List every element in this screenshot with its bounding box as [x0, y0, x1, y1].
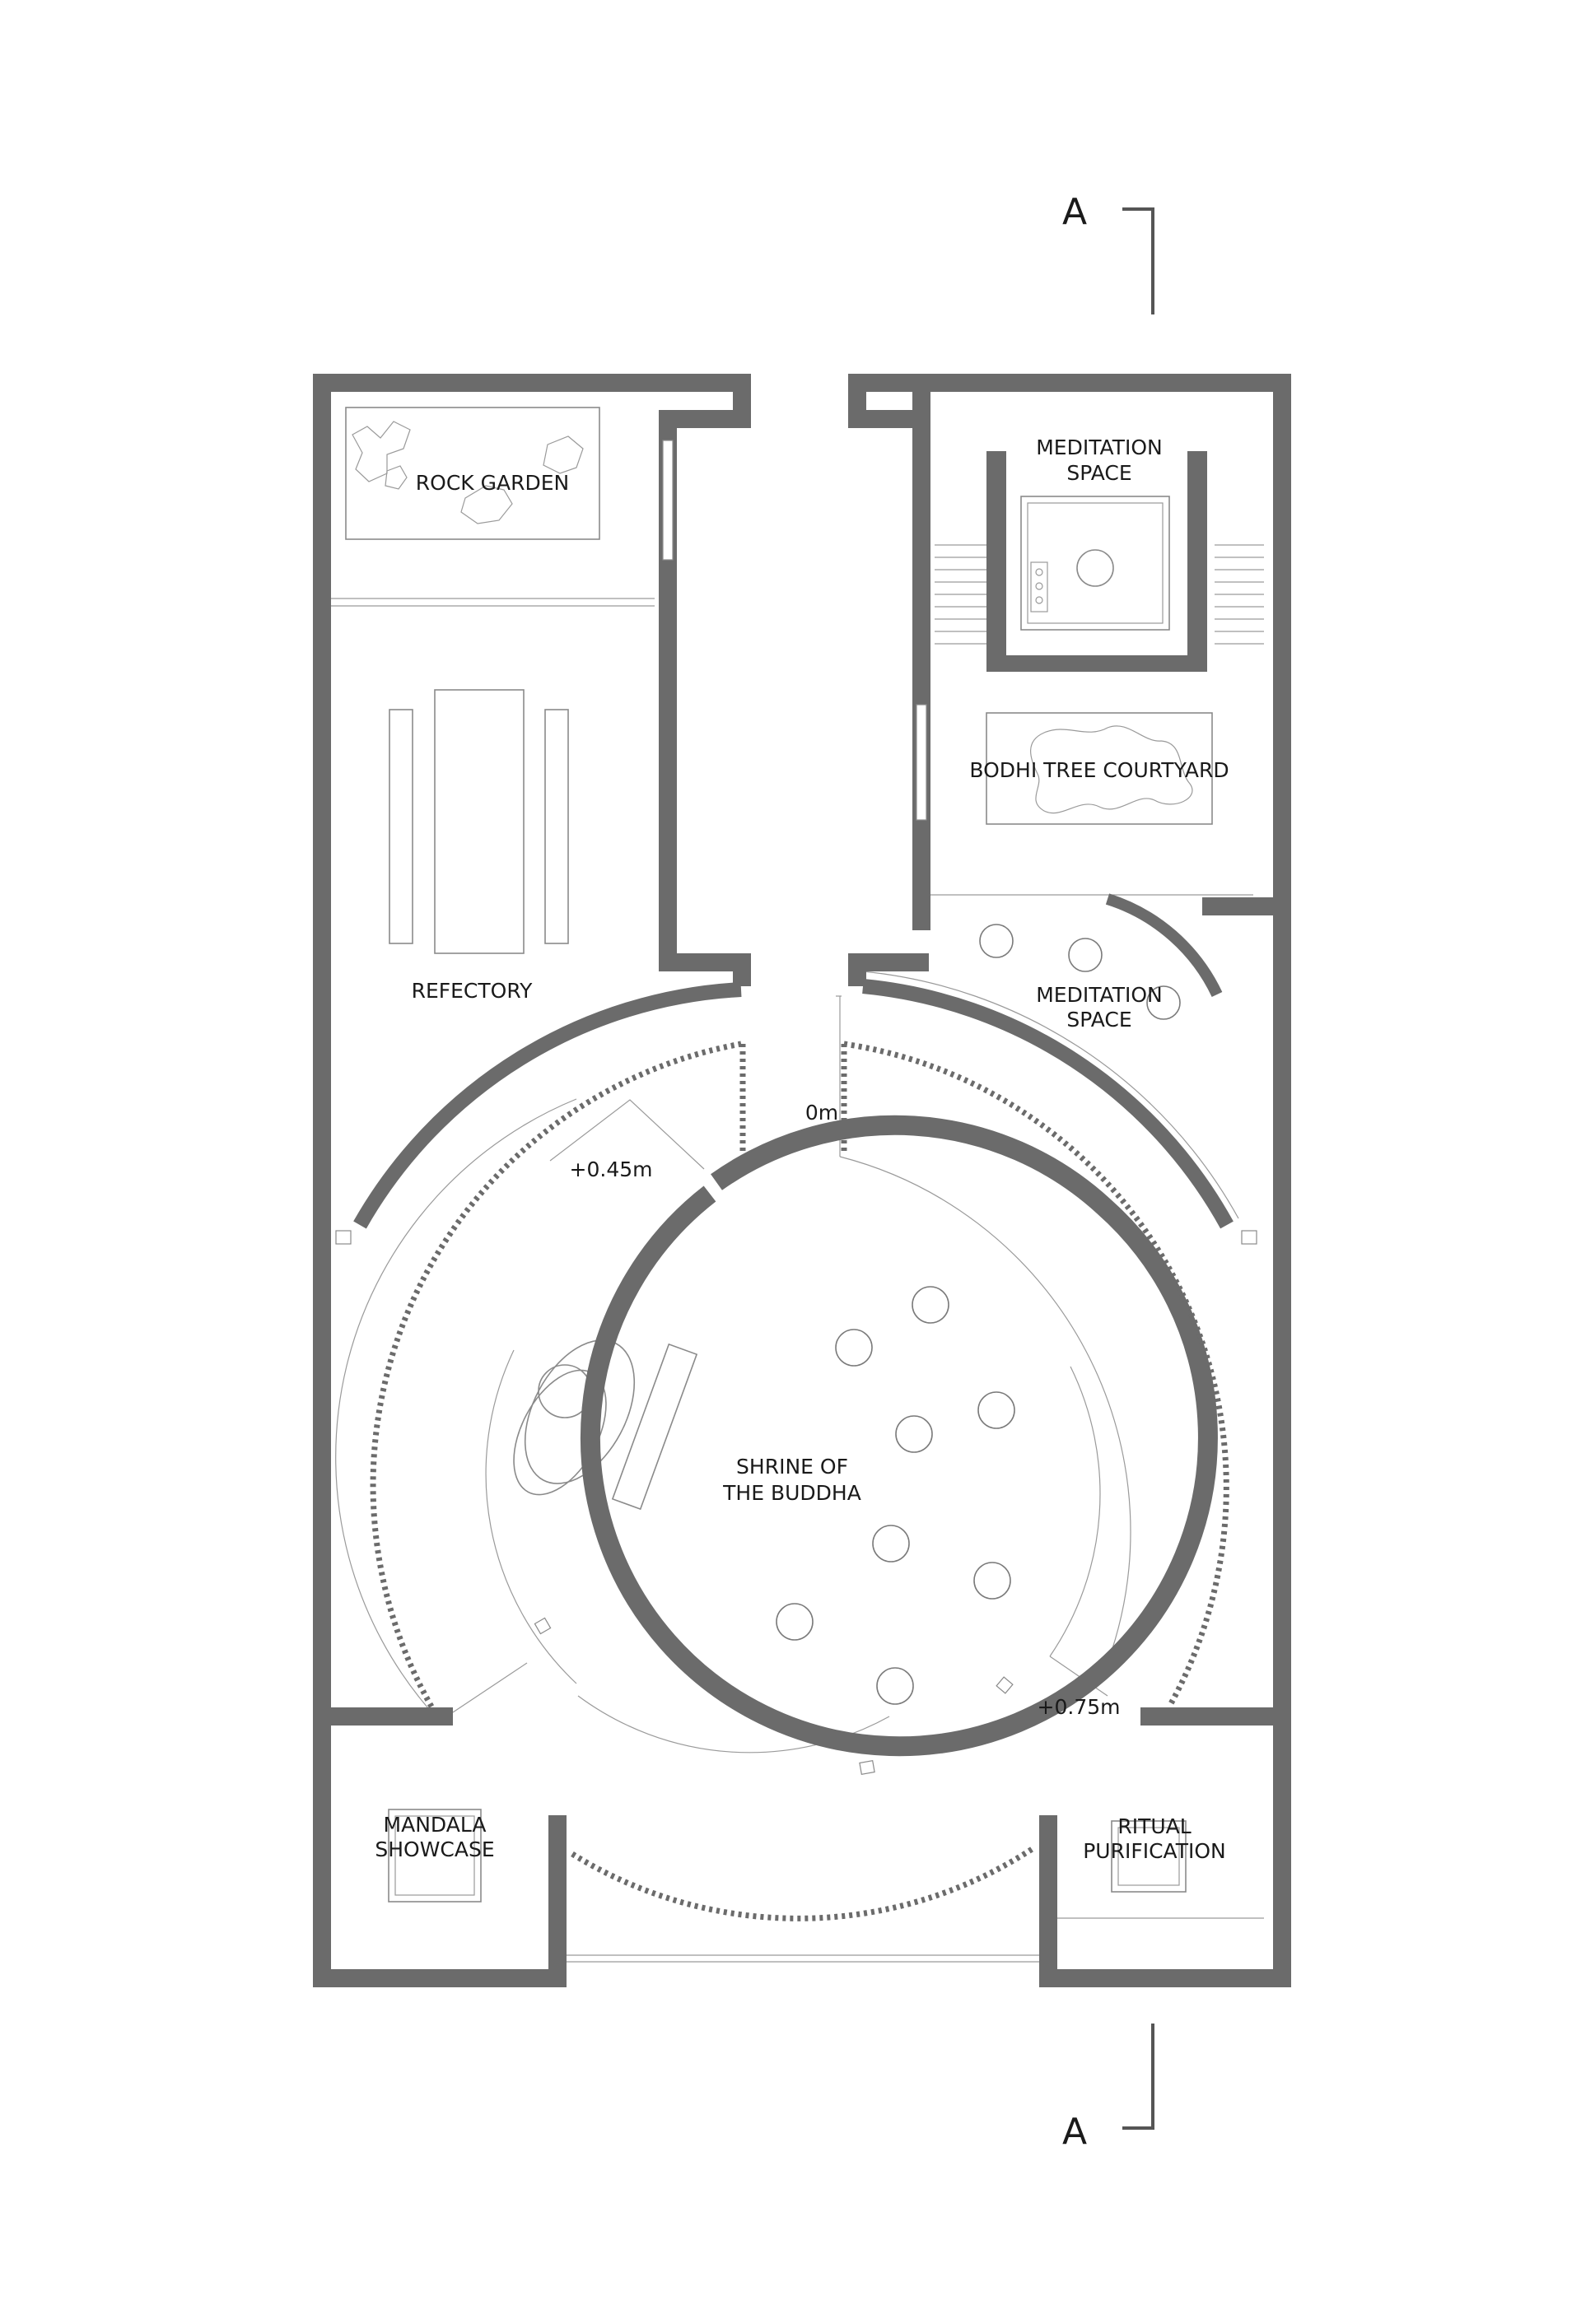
floor-details: [329, 407, 1264, 1963]
cushion: [977, 1391, 1015, 1429]
stupa-ring: [524, 1339, 636, 1484]
level-label-entry: 0m: [805, 1101, 838, 1125]
cushion: [895, 1415, 933, 1453]
room-label-ritual-1: RITUAL: [1117, 1814, 1191, 1838]
meditation-platform-inner: [1027, 502, 1164, 624]
bodhi-tree-canopy: [1030, 725, 1193, 814]
bodhi-courtyard-bed: [986, 712, 1213, 825]
mandala-case-outer: [388, 1809, 482, 1903]
section-marker-top: A: [1062, 191, 1154, 314]
ritual-basin-outer: [1111, 1820, 1187, 1893]
openings: [335, 440, 1257, 1775]
refectory-bench-left: [389, 709, 413, 944]
room-label-mandala-2: SHOWCASE: [375, 1837, 494, 1861]
rock-4: [460, 485, 513, 524]
room-label-shrine-2: THE BUDDHA: [722, 1481, 861, 1505]
room-label-meditation-right-2: SPACE: [1066, 1008, 1131, 1032]
section-marker-bottom: A: [1062, 2024, 1154, 2153]
room-label-ritual-2: PURIFICATION: [1083, 1839, 1226, 1863]
rock-3: [543, 435, 584, 474]
ritual-basin-inner: [1117, 1827, 1180, 1886]
room-label-refectory: REFECTORY: [412, 979, 534, 1003]
cushion: [973, 1562, 1011, 1600]
stairs-right: [1215, 544, 1264, 645]
section-label-bottom: A: [1062, 2111, 1087, 2153]
meditation-platform-outer: [1020, 496, 1170, 631]
section-label-top: A: [1062, 191, 1087, 233]
cushion: [776, 1603, 814, 1641]
altar-table: [611, 1343, 698, 1511]
room-label-meditation-top-2: SPACE: [1066, 461, 1131, 485]
cushion: [872, 1525, 910, 1563]
dashed-rings: [370, 1041, 1229, 1921]
level-labels: 0m +0.45m +0.75m: [570, 1101, 1121, 1719]
offering-table: [1030, 561, 1048, 612]
room-label-rock-garden: ROCK GARDEN: [416, 471, 569, 495]
room-label-meditation-right-1: MEDITATION: [1036, 983, 1163, 1007]
cushion: [1146, 985, 1181, 1020]
level-label-lower-ring: +0.75m: [1038, 1695, 1121, 1719]
cushion: [876, 1667, 914, 1705]
cushion: [1068, 938, 1103, 972]
cushion: [912, 1286, 949, 1324]
level-label-upper-ring: +0.45m: [570, 1157, 653, 1181]
rock-1: [352, 421, 411, 482]
meditation-cushion: [1076, 549, 1114, 587]
rock-garden-bed: [345, 407, 600, 540]
cushion: [979, 924, 1014, 958]
refectory-bench-right: [544, 709, 569, 944]
mandala-case-inner: [394, 1815, 475, 1896]
walls: [313, 374, 1291, 1987]
room-label-mandala-1: MANDALA: [384, 1813, 487, 1837]
cushion: [835, 1329, 873, 1367]
room-labels: ROCK GARDEN MEDITATION SPACE BODHI TREE …: [375, 435, 1229, 1863]
room-label-bodhi: BODHI TREE COURTYARD: [969, 758, 1229, 782]
refectory-table: [434, 689, 525, 954]
room-label-meditation-top-1: MEDITATION: [1036, 435, 1163, 459]
room-label-shrine-1: SHRINE OF: [736, 1455, 848, 1479]
rock-2: [385, 465, 408, 490]
